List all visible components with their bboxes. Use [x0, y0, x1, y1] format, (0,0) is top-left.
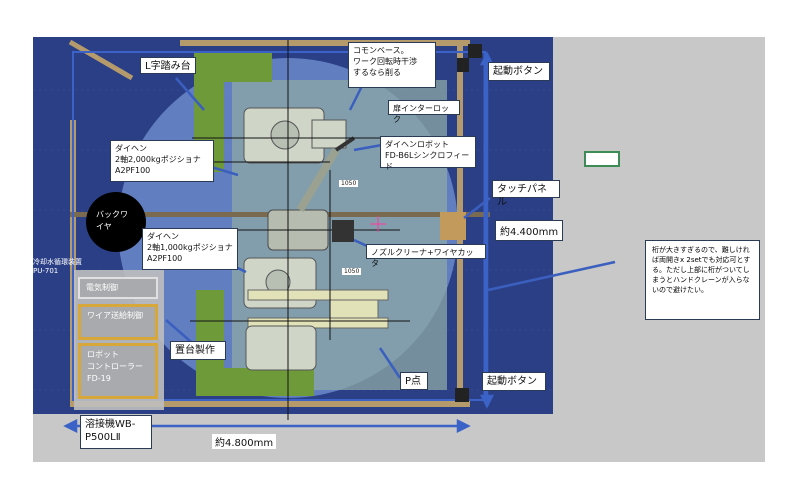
dimension-height: 約4.400mm	[495, 220, 564, 241]
l-step-horizontal	[194, 52, 272, 82]
label-welder: 溶接機WB- P500LⅡ	[80, 415, 152, 449]
label-door-interlock: 扉インターロック	[388, 100, 460, 124]
label-start-button-bottom: 起動ボタン	[482, 372, 546, 391]
label-l-step: L字踏み台	[140, 57, 196, 74]
positioner-bottom	[245, 325, 317, 371]
wood-rail-diagonal	[68, 39, 134, 81]
label-p-point: P点	[400, 372, 428, 390]
wood-rail-top	[180, 40, 470, 46]
positioner-fixture-bottom	[247, 289, 389, 329]
label-daihen-positioner-top: ダイヘン 2軸2,000kgポジショナ A2PF100	[110, 140, 214, 182]
label-start-button-top: 起動ボタン	[488, 62, 550, 81]
note-crane: 桁が大きすぎるので、難しければ両開きx 2setでも対応可とする。ただし上部に桁…	[645, 240, 760, 320]
panel-robot-controller: ロボット コントローラー FD-19	[78, 343, 158, 399]
label-back-wire: バックワ イヤ	[96, 210, 128, 231]
panel-wire-feed-control: ワイア送給制御	[78, 304, 158, 340]
label-stand-fab: 置台製作	[170, 341, 226, 360]
nozzle-cleaner-box	[332, 220, 354, 242]
label-daihen-robot: ダイヘンロボット FD-B6Lシンクロフィード	[380, 136, 476, 171]
back-wire-drum	[86, 192, 146, 252]
label-common-base: コモンベース。 ワーク回転時干渉 するなら削る	[348, 42, 436, 88]
touch-panel-box	[440, 212, 466, 240]
positioner-top	[243, 107, 347, 164]
label-cooling-water: 冷却水循環装置 PU-701	[33, 258, 82, 275]
interlock-box	[457, 58, 469, 72]
p-marker	[370, 216, 386, 232]
label-touch-panel: タッチパネル	[492, 180, 560, 208]
dimension-1050-a: 1050	[339, 180, 359, 187]
crane-marker	[584, 151, 620, 167]
start-button-bottom-box	[455, 388, 469, 402]
panel-electric-control: 電気制御	[78, 277, 158, 299]
wood-rail-bottom	[70, 401, 470, 407]
dimension-width: 約4.800mm	[212, 434, 277, 449]
label-daihen-positioner-mid: ダイヘン 2軸1,000kgポジショナ A2PF100	[142, 228, 238, 270]
start-button-top-box	[468, 44, 482, 58]
label-nozzle-cleaner: ノズルクリーナ+ワイヤカッタ	[366, 244, 486, 268]
stand-bottom-horizontal	[224, 368, 314, 396]
measure-lines	[190, 40, 410, 420]
dimension-1050-b: 1050	[342, 268, 362, 275]
